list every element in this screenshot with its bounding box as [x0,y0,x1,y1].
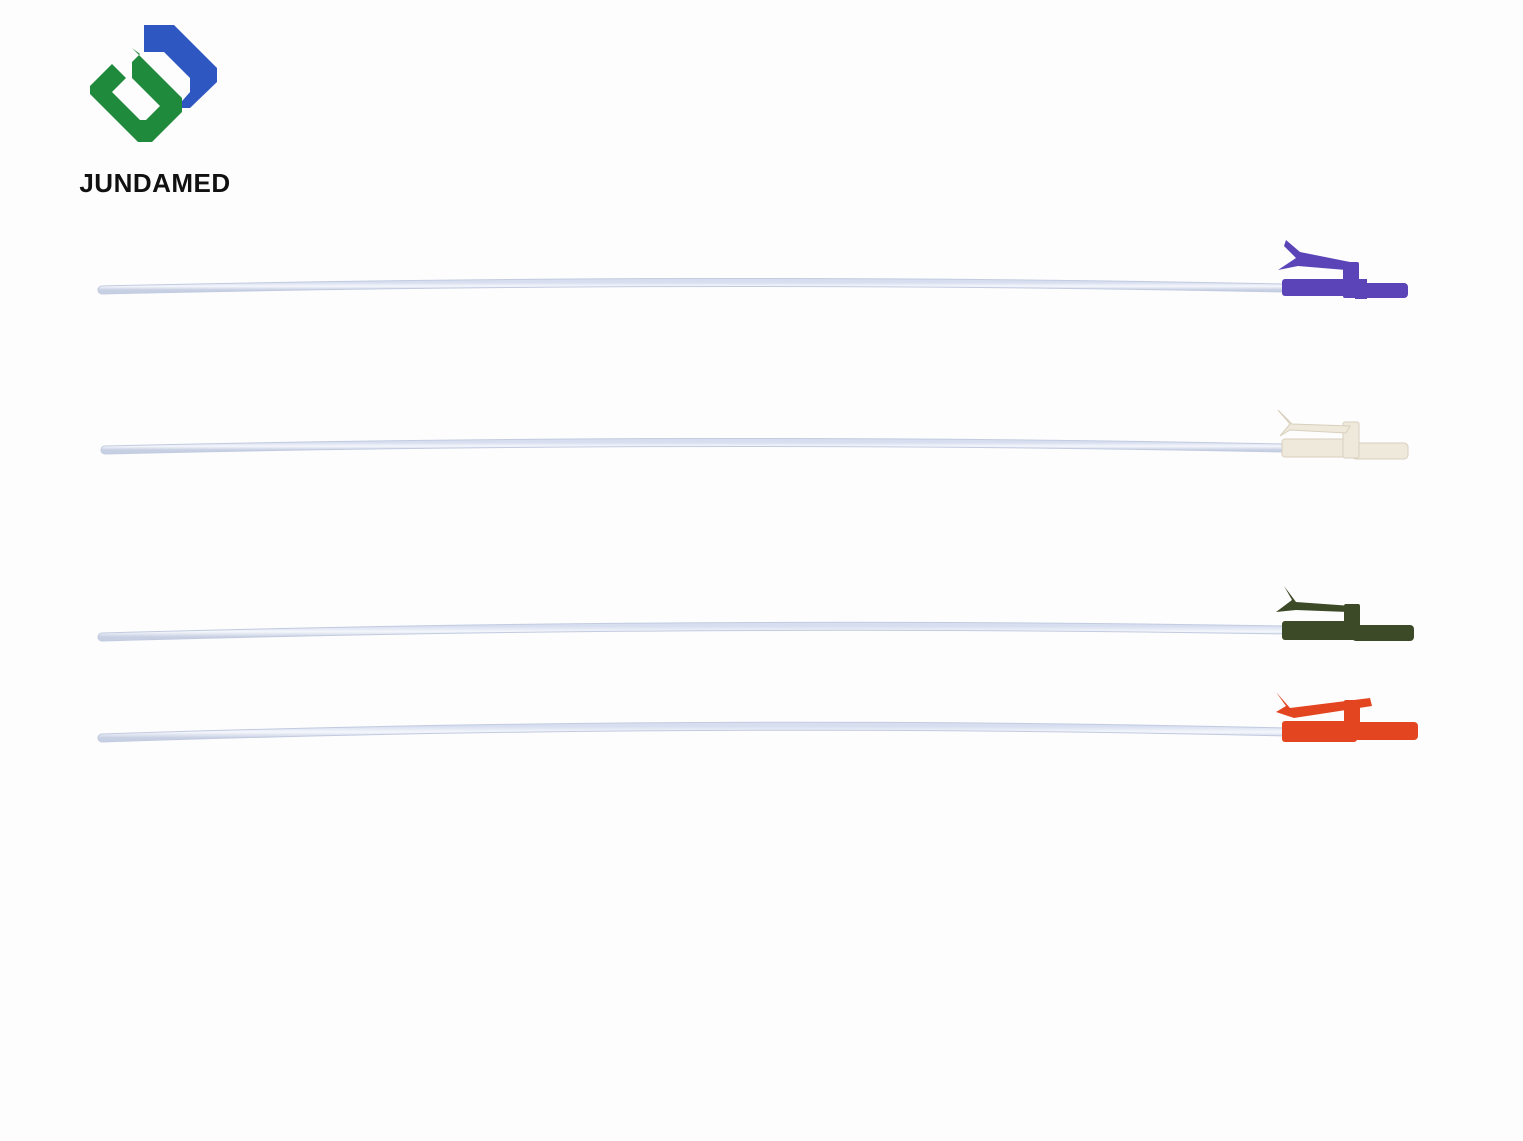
catheter-4 [97,692,1418,743]
catheter-2 [100,409,1409,460]
logo-mark-icon [90,25,217,142]
catheter-1 [97,240,1408,299]
connector-purple [1278,240,1408,299]
brand-logo: JUNDAMED [60,20,250,205]
connector-orange [1276,692,1418,742]
catheter-3 [97,586,1414,642]
connector-green [1276,586,1414,641]
brand-name: JUNDAMED [79,168,231,198]
connector-white [1277,409,1409,460]
